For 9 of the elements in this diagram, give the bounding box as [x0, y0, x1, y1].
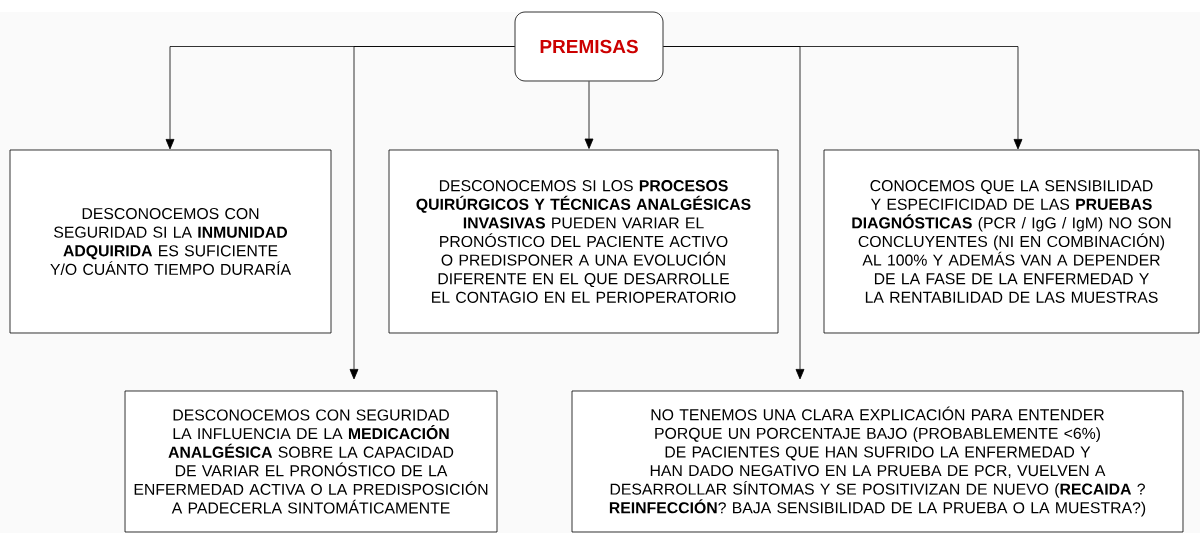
- arrow: [663, 46, 1023, 150]
- title-box: PREMISAS: [514, 11, 664, 82]
- premise-box: CONOCEMOS QUE LA SENSIBILIDAD Y ESPECIFICIDAD DE LAS PRUEBAS DIAGNÓSTICAS (PCR / IgG / IgM) NO SON CONCLUYENTES (NI EN COMBINACIÓN) AL 100% Y ADEMÁS VAN A DEPENDER DE LA FASE DE LA ENFERMEDAD Y LA RENTABILIDAD DE LAS MUESTRAS: [823, 149, 1200, 334]
- arrow: [349, 46, 515, 380]
- arrow: [584, 81, 594, 149]
- premise-box: DESCONOCEMOS SI LOS PROCESOS QUIRÚRGICOS Y TÉCNICAS ANALGÉSICAS INVASIVAS PUEDEN VARIAR EL PRONÓSTICO DEL PACIENTE ACTIVO O PREDISPONER A UNA EVOLUCIÓN DIFERENTE EN EL QUE DESARROLLE EL CONTAGIO EN EL PERIOPERATORIO: [388, 149, 779, 334]
- premise-box: NO TENEMOS UNA CLARA EXPLICACIÓN PARA ENTENDER PORQUE UN PORCENTAJE BAJO (PROBABLEMENTE <6%) DE PACIENTES QUE HAN SUFRIDO LA ENFERMEDAD Y HAN DADO NEGATIVO EN LA PRUEBA DE PCR, VUELVEN A DESARROLLAR SÍNTOMAS Y SE POSITIVIZAN DE NUEVO (RECAIDA ? REINFECCIÓN? BAJA SENSIBILIDAD DE LA PRUEBA O LA MUESTRA?): [571, 390, 1184, 533]
- premise-box: DESCONOCEMOS CON SEGURIDAD SI LA INMUNIDAD ADQUIRIDA ES SUFICIENTE Y/O CUÁNTO TIEMPO DURARÍA: [9, 149, 332, 334]
- premise-box: DESCONOCEMOS CON SEGURIDAD LA INFLUENCIA DE LA MEDICACIÓN ANALGÉSICA SOBRE LA CAPACIDAD DE VARIAR EL PRONÓSTICO DE LA ENFERMEDAD ACTIVA O LA PREDISPOSICIÓN A PADECERLA SINTOMÁTICAMENTE: [124, 390, 498, 533]
